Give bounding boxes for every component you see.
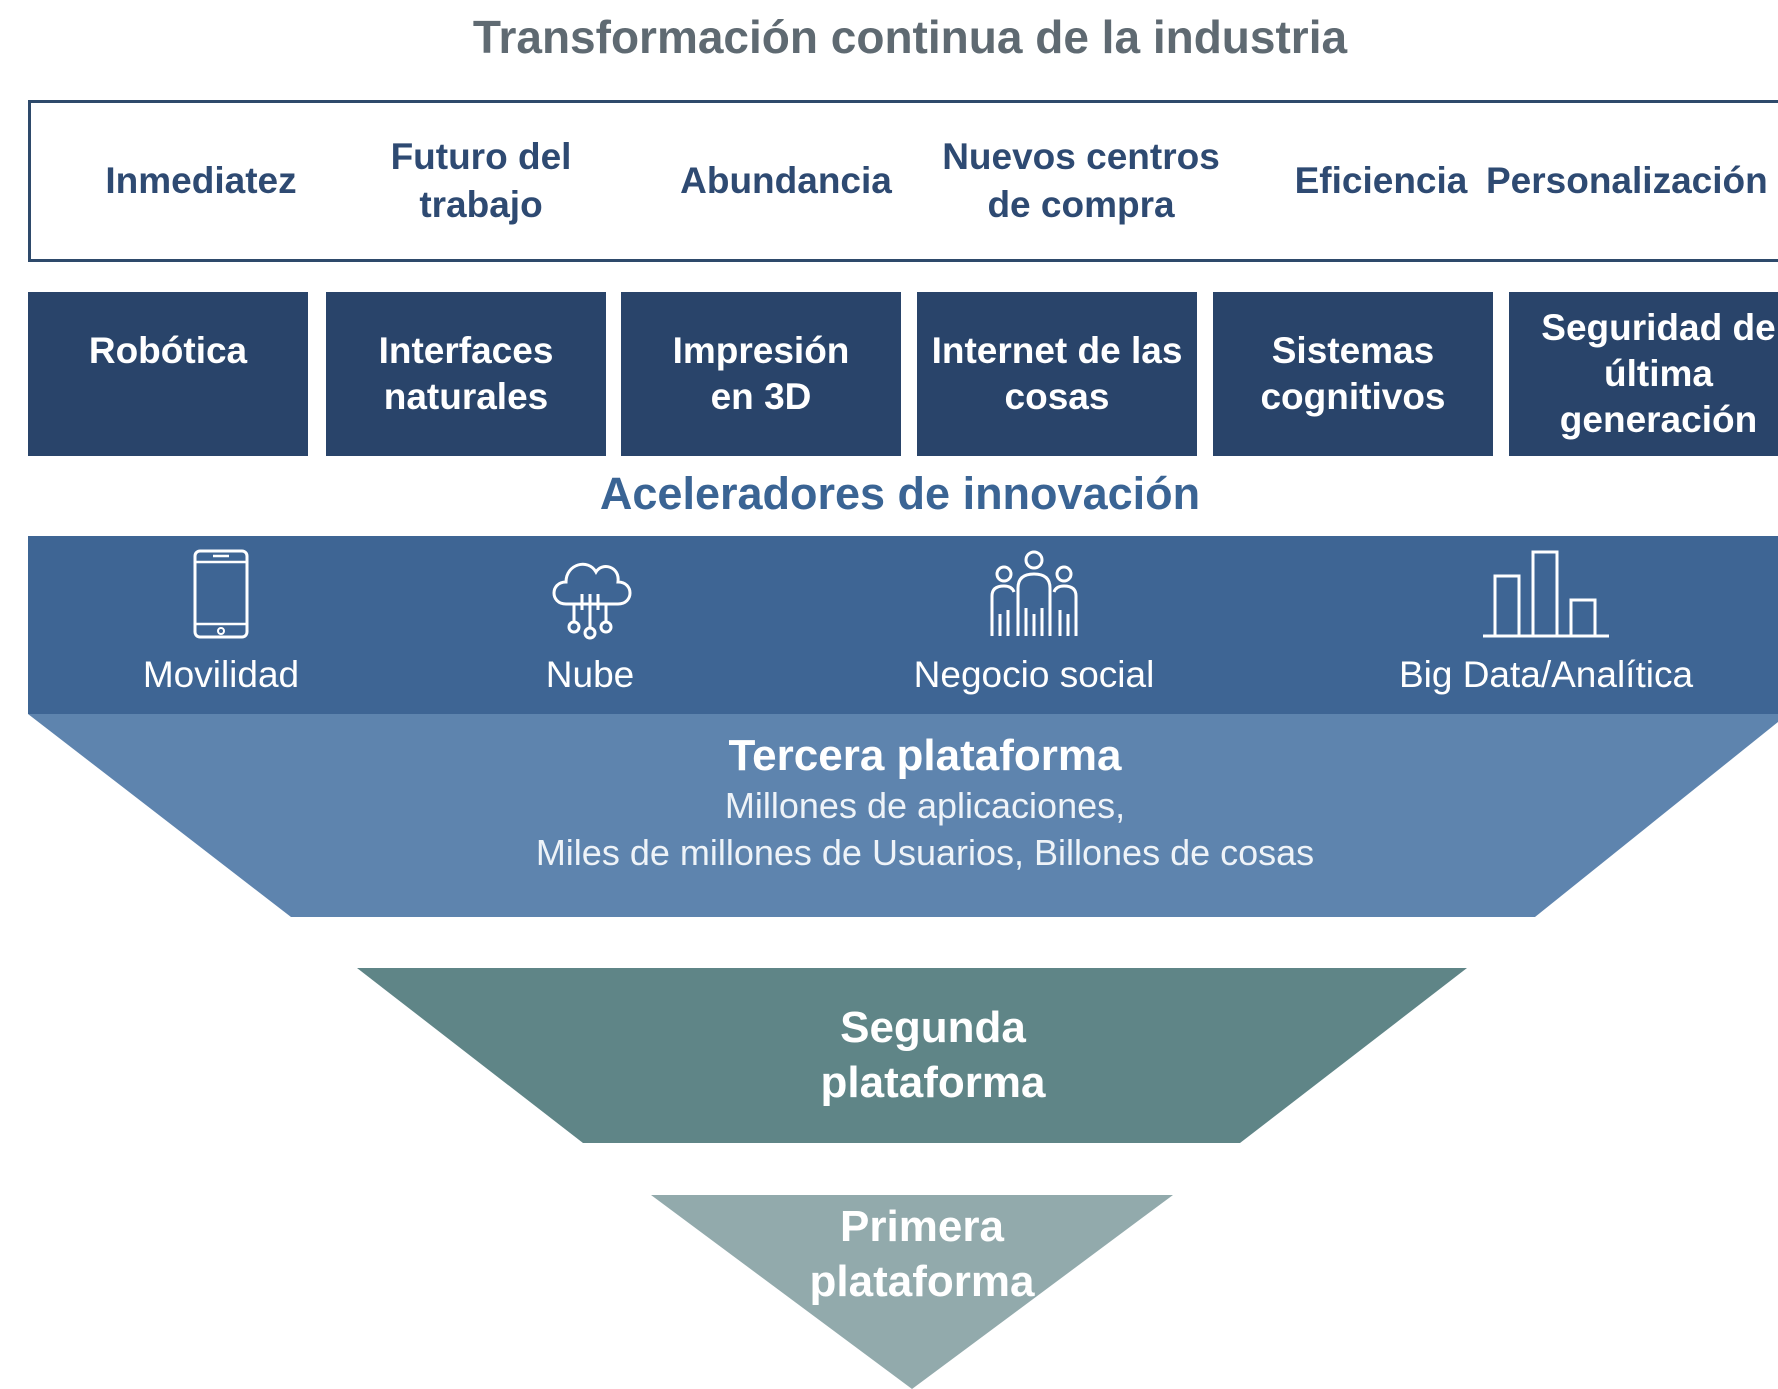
trend-abundancia: Abundancia xyxy=(680,159,892,201)
first-platform-text: Primera plataforma xyxy=(622,1199,1222,1309)
first-platform-shape xyxy=(651,1195,1173,1389)
tech-robotica: Robótica xyxy=(28,292,308,456)
third-platform-subtitle-2: Miles de millones de Usuarios, Billones … xyxy=(535,831,1315,873)
accelerator-label: Nube xyxy=(545,654,635,695)
accelerator-nube: Nube xyxy=(460,548,720,696)
accelerator-label: Big Data/Analítica xyxy=(1398,654,1694,695)
third-platform-subtitle-1: Millones de aplicaciones, xyxy=(724,785,1126,826)
accelerator-negocio-social: Negocio social xyxy=(876,548,1192,696)
trend-eficiencia: Eficiencia xyxy=(1294,159,1468,201)
accelerator-label: Negocio social xyxy=(913,654,1155,695)
trend-inmediatez: Inmediatez xyxy=(105,159,297,201)
accelerator-label: Movilidad xyxy=(142,654,300,695)
accelerators-heading: Aceleradores de innovación xyxy=(599,468,1201,519)
third-platform-text: Tercera plataforma Millones de aplicacio… xyxy=(380,728,1470,877)
accelerator-big-data-analitica: Big Data/Analítica xyxy=(1386,548,1706,696)
page-title: Transformación continua de la industria xyxy=(472,11,1348,63)
people-network-icon xyxy=(990,550,1078,636)
third-platform-shape xyxy=(28,714,1778,917)
first-platform-title-line1: Primera xyxy=(840,1202,1004,1251)
second-platform-shape xyxy=(357,968,1467,1143)
second-platform-title-line1: Segunda xyxy=(840,1003,1026,1052)
innovation-accelerators-band: Movilidad Nube xyxy=(28,536,1778,714)
accelerator-movilidad: Movilidad xyxy=(86,548,356,696)
smartphone-icon xyxy=(193,549,249,639)
bar-chart-icon xyxy=(1483,550,1609,638)
cloud-icon xyxy=(552,562,632,640)
first-platform-title-line2: plataforma xyxy=(809,1257,1035,1306)
third-platform-title: Tercera plataforma xyxy=(728,731,1122,780)
trend-personalizacion: Personalización xyxy=(1486,159,1768,201)
second-platform-text: Segunda plataforma xyxy=(633,1000,1233,1110)
second-platform-title-line2: plataforma xyxy=(820,1058,1046,1107)
